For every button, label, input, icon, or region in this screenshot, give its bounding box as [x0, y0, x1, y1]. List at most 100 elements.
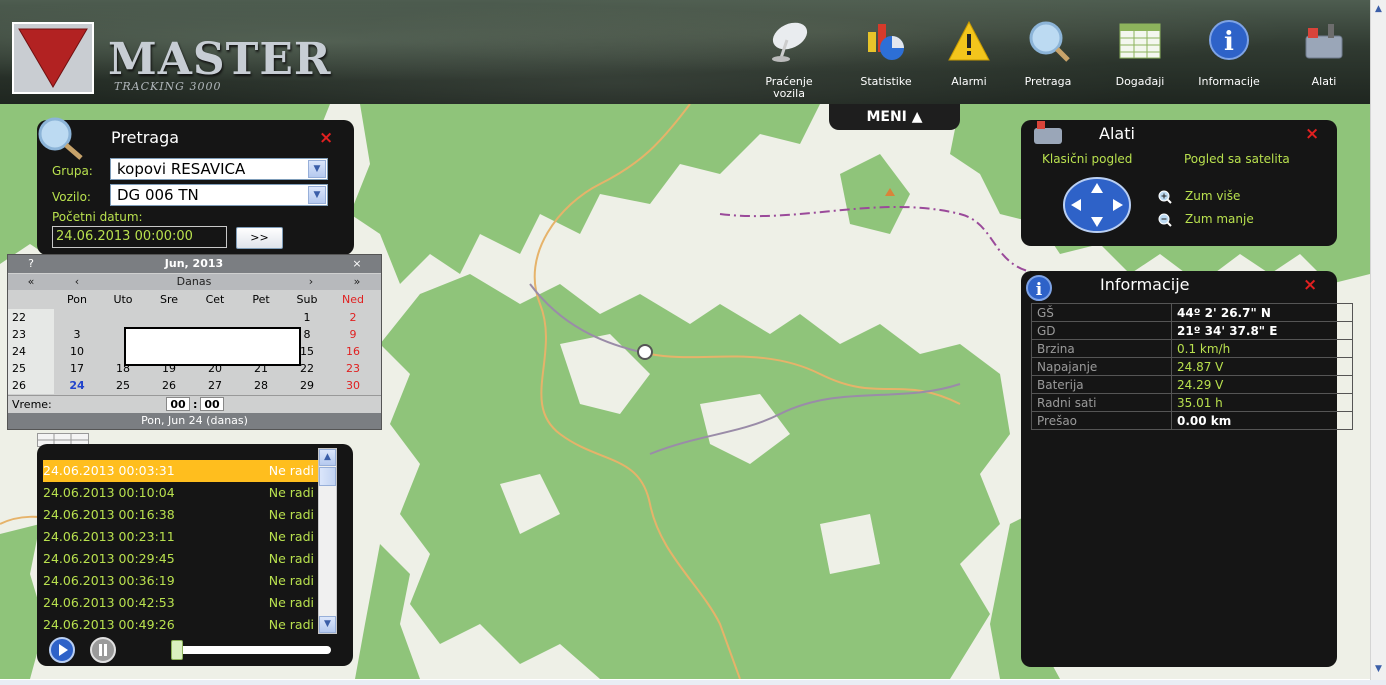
calendar-day[interactable]: 23: [346, 362, 360, 375]
close-icon[interactable]: ×: [319, 128, 334, 148]
nav-pretraga[interactable]: Pretraga: [1017, 18, 1079, 100]
group-select[interactable]: kopovi RESAVICA ▼: [110, 158, 328, 180]
calendar-day[interactable]: 17: [70, 362, 84, 375]
chevron-down-icon[interactable]: ▼: [308, 186, 326, 204]
scroll-up-icon[interactable]: ▲: [1375, 4, 1382, 14]
menu-toggle[interactable]: MENI ▲: [829, 104, 960, 130]
nav-label: Pretraga: [1024, 75, 1072, 88]
nav-statistike[interactable]: Statistike: [848, 18, 924, 100]
weekday: Pon: [67, 293, 87, 306]
pan-control-icon[interactable]: [1063, 177, 1131, 233]
play-icon[interactable]: [49, 637, 75, 663]
svg-text:i: i: [1036, 280, 1043, 300]
zoom-in-icon[interactable]: [1158, 190, 1172, 204]
calendar-header: ? Jun, 2013 ×: [8, 255, 381, 273]
slider-handle[interactable]: [171, 640, 183, 660]
date-picker-button[interactable]: >>: [236, 227, 283, 249]
minute-input[interactable]: 00: [200, 397, 224, 411]
calendar-day[interactable]: 28: [254, 379, 268, 392]
list-scrollbar[interactable]: ▲ ▼: [318, 448, 337, 634]
vehicle-marker-icon[interactable]: [637, 344, 653, 360]
calendar-day[interactable]: 22: [300, 362, 314, 375]
week-number: 23: [8, 326, 54, 343]
calendar-day[interactable]: 30: [346, 379, 360, 392]
vehicle-value: DG 006 TN: [117, 186, 199, 204]
calendar-day[interactable]: 1: [303, 311, 311, 324]
close-icon[interactable]: ×: [1305, 124, 1320, 144]
info-value: 21º 34' 37.8" E: [1171, 321, 1353, 340]
next-month-button[interactable]: ›: [308, 275, 314, 288]
scroll-up-icon[interactable]: ▲: [319, 449, 336, 466]
nav-informacije[interactable]: i Informacije: [1187, 18, 1271, 100]
calendar-day[interactable]: 2: [349, 311, 357, 324]
calendar-day[interactable]: 29: [300, 379, 314, 392]
today-button[interactable]: Danas: [176, 275, 212, 288]
scroll-down-icon[interactable]: ▼: [319, 616, 336, 633]
calendar-day[interactable]: 16: [346, 345, 360, 358]
playback-slider[interactable]: [177, 646, 331, 654]
nav-label: Alarmi: [951, 75, 987, 88]
close-icon[interactable]: ×: [1303, 275, 1318, 295]
zoom-out-icon[interactable]: [1158, 213, 1172, 227]
classic-view-link[interactable]: Klasični pogled: [1042, 152, 1133, 166]
info-value: 35.01 h: [1171, 393, 1353, 412]
prev-year-button[interactable]: «: [27, 275, 35, 288]
prev-month-button[interactable]: ‹: [74, 275, 80, 288]
nav-alati[interactable]: Alati: [1298, 18, 1350, 100]
close-icon[interactable]: ×: [352, 257, 362, 270]
panel-title: Alati: [1099, 124, 1135, 143]
calendar-overlay: [124, 327, 301, 366]
horizontal-scrollbar[interactable]: [0, 680, 1386, 685]
info-value: 24.87 V: [1171, 357, 1353, 376]
start-date-input[interactable]: 24.06.2013 00:00:00: [52, 226, 227, 248]
zoom-in-link[interactable]: Zum više: [1185, 189, 1241, 203]
info-value: 0.1 km/h: [1171, 339, 1353, 358]
help-icon[interactable]: ?: [28, 257, 34, 270]
calendar-day[interactable]: 26: [162, 379, 176, 392]
hour-input[interactable]: 00: [166, 397, 190, 411]
week-number: 22: [8, 309, 54, 326]
calendar-day[interactable]: 15: [300, 345, 314, 358]
calendar-day[interactable]: 3: [73, 328, 81, 341]
calendar-day[interactable]: 9: [349, 328, 357, 341]
nav-alarmi[interactable]: Alarmi: [941, 18, 997, 100]
nav-label: Statistike: [860, 75, 912, 88]
vehicle-select[interactable]: DG 006 TN ▼: [110, 184, 328, 206]
zoom-out-link[interactable]: Zum manje: [1185, 212, 1254, 226]
calendar-day[interactable]: 27: [208, 379, 222, 392]
event-time: 24.06.2013 00:49:26: [43, 617, 175, 632]
chevron-down-icon[interactable]: ▼: [308, 160, 326, 178]
calendar-day[interactable]: 8: [303, 328, 311, 341]
info-key: Radni sati: [1031, 393, 1172, 412]
event-time: 24.06.2013 00:42:53: [43, 595, 175, 610]
magnifier-icon: [1029, 21, 1070, 62]
page-scrollbar[interactable]: ▲ ▼: [1370, 0, 1386, 680]
calendar-day[interactable]: 24: [69, 379, 85, 392]
scroll-down-icon[interactable]: ▼: [1375, 664, 1382, 674]
time-row: Vreme: 00 : 00: [8, 395, 381, 412]
info-icon: i: [1209, 20, 1249, 60]
nav-dogadjaji[interactable]: Događaji: [1103, 18, 1177, 100]
pause-icon[interactable]: [90, 637, 116, 663]
event-status: Ne radi: [268, 551, 314, 566]
event-status: Ne radi: [268, 485, 314, 500]
calendar-day[interactable]: 25: [116, 379, 130, 392]
calendar-day[interactable]: 10: [70, 345, 84, 358]
scroll-thumb[interactable]: [319, 467, 336, 486]
satellite-view-link[interactable]: Pogled sa satelita: [1184, 152, 1290, 166]
next-year-button[interactable]: »: [353, 275, 361, 288]
